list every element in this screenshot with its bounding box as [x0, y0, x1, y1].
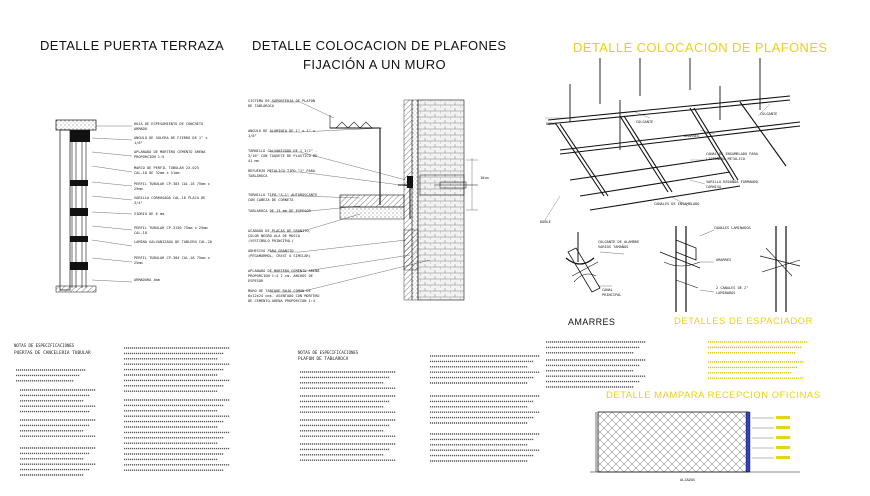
door-label: VIDRIO DE 6 mm	[134, 212, 165, 216]
door-label: ARMADURA 4mm	[134, 278, 160, 282]
door-label: VARILLA CORRUGADA CAL.18 PLACA DE 3/4"	[134, 196, 206, 206]
iso-label-canal-ensamblado: CANAL DE ENSAMBLADO PARA LISTONADO METAL…	[706, 152, 758, 162]
iso-label-colgante-right: COLGANTE	[760, 112, 778, 116]
iso-label-canales-ensamblado: CANALES DE ENSAMBLADO	[654, 202, 700, 206]
isometric-ceiling-grid	[544, 58, 801, 221]
iso-label-colgante-top: COLGANTE	[636, 120, 654, 124]
ceiling-label: ANGULO DE ALUMINIO DE 1" x 1" x 1/8"	[248, 129, 316, 139]
notes-middle-heading: NOTAS DE ESPECIFICACIONES	[298, 350, 359, 355]
ceiling-fixing-detail	[270, 99, 478, 301]
title-colocacion-plafones-iso: DETALLE COLOCACION DE PLAFONES	[573, 40, 828, 55]
door-section-detail	[55, 119, 133, 293]
iso-label-doble: DOBLE	[546, 122, 557, 126]
iso-label-canales-laminados: CANALES LAMINADOS	[714, 226, 751, 230]
subtitle-espaciador: DETALLES DE ESPACIADOR	[674, 316, 813, 327]
door-label: PERFIL TUBULAR CP-3130 75mm x 25mm CAL.1…	[134, 226, 208, 236]
door-label: LAMINA GALVANIZADA DE TABLERO CAL.20	[134, 240, 212, 244]
door-label: APLANADO DE MORTERO CEMENTO ARENA PROPOR…	[134, 150, 206, 160]
ceiling-label: APLANADO DE MORTERO CEMENTO ARENA PROPOR…	[248, 269, 320, 284]
ceiling-label: ADHESIVO PARA GRANITO (PEGAMARMOL, CREST…	[248, 249, 311, 259]
notes-left-heading: NOTAS DE ESPECIFICACIONES	[14, 343, 75, 348]
iso-label-colgante-alambre: COLGANTE DE ALAMBRE VARIOS TAMAÑOS	[598, 240, 640, 250]
dim-10cm: 10cm	[480, 176, 489, 180]
notes-left-subheading: PUERTAS DE CANCELERIA TUBULAR	[14, 351, 91, 356]
iso-label-doble2: DOBLE	[540, 220, 551, 224]
ceiling-label: TORNILLO TIPO "S-1" AUTOROSCANTE CON CAB…	[248, 193, 318, 203]
door-label: PERFIL TUBULAR CP-303 CAL.18 75mm x 25mm	[134, 182, 210, 192]
ceiling-label: REFUERZO METALICO TIPO "J" PARA TABLAROC…	[248, 169, 316, 179]
subtitle-amarres: AMARRES	[568, 317, 616, 327]
ceiling-label: ACABADO DE PLACAS DE GRANITO, COLOR NEGR…	[248, 229, 311, 244]
title-colocacion-plafones: DETALLE COLOCACION DE PLAFONES	[252, 38, 507, 53]
notes-middle-subheading: PLAFON DE TABLAROCA	[298, 357, 349, 362]
subtitle-mampara: DETALLE MAMPARA RECEPCION OFICINAS	[606, 390, 821, 401]
ceiling-label: TORNILLO GALVANIZADO DE 1 1/2" - 3/16" C…	[248, 149, 318, 164]
amarres-detail	[565, 232, 625, 293]
title-fijacion-muro: FIJACIÓN A UN MURO	[303, 57, 446, 72]
iso-label-amarres2: AMARRES	[716, 258, 732, 262]
door-label: PERFIL TUBULAR CP-304 CAL.18 75mm x 25mm	[134, 256, 210, 266]
iso-label-canal-principal: CANAL PRINCIPAL	[602, 288, 622, 298]
iso-label-varilla: VARILLA REDONDA FORMANDO CORNISA	[706, 180, 758, 190]
espaciador-detail	[659, 226, 801, 312]
ceiling-label: TABLAROCA DE 13 mm DE ESPESOR	[248, 209, 311, 213]
ceiling-label: SISTEMA DE SOPORTERIA DE PLAFON DE TABLA…	[248, 99, 316, 109]
title-puerta-terraza: DETALLE PUERTA TERRAZA	[40, 38, 225, 53]
ceiling-label: MURO DE TABIQUE ROJO COMUN DE 6x12x24 cm…	[248, 289, 320, 304]
door-label: ANGULO DE SOLERA DE FIERRO DE 1" x 1/8"	[134, 136, 208, 146]
label-alzados: ALZADOS	[680, 478, 696, 482]
mampara-detail	[590, 411, 800, 473]
iso-label-amarres: AMARRES	[684, 134, 700, 138]
door-label: MARCO DE PERFIL TUBULAR 2X-025 CAL.18 DE…	[134, 166, 199, 176]
iso-label-dos-canales: 2 CANALES DE 2" LAMINADOS	[716, 286, 749, 296]
door-label: HOJA DE ESPESAMIENTO DE CONCRETO ARMADO	[134, 122, 204, 132]
